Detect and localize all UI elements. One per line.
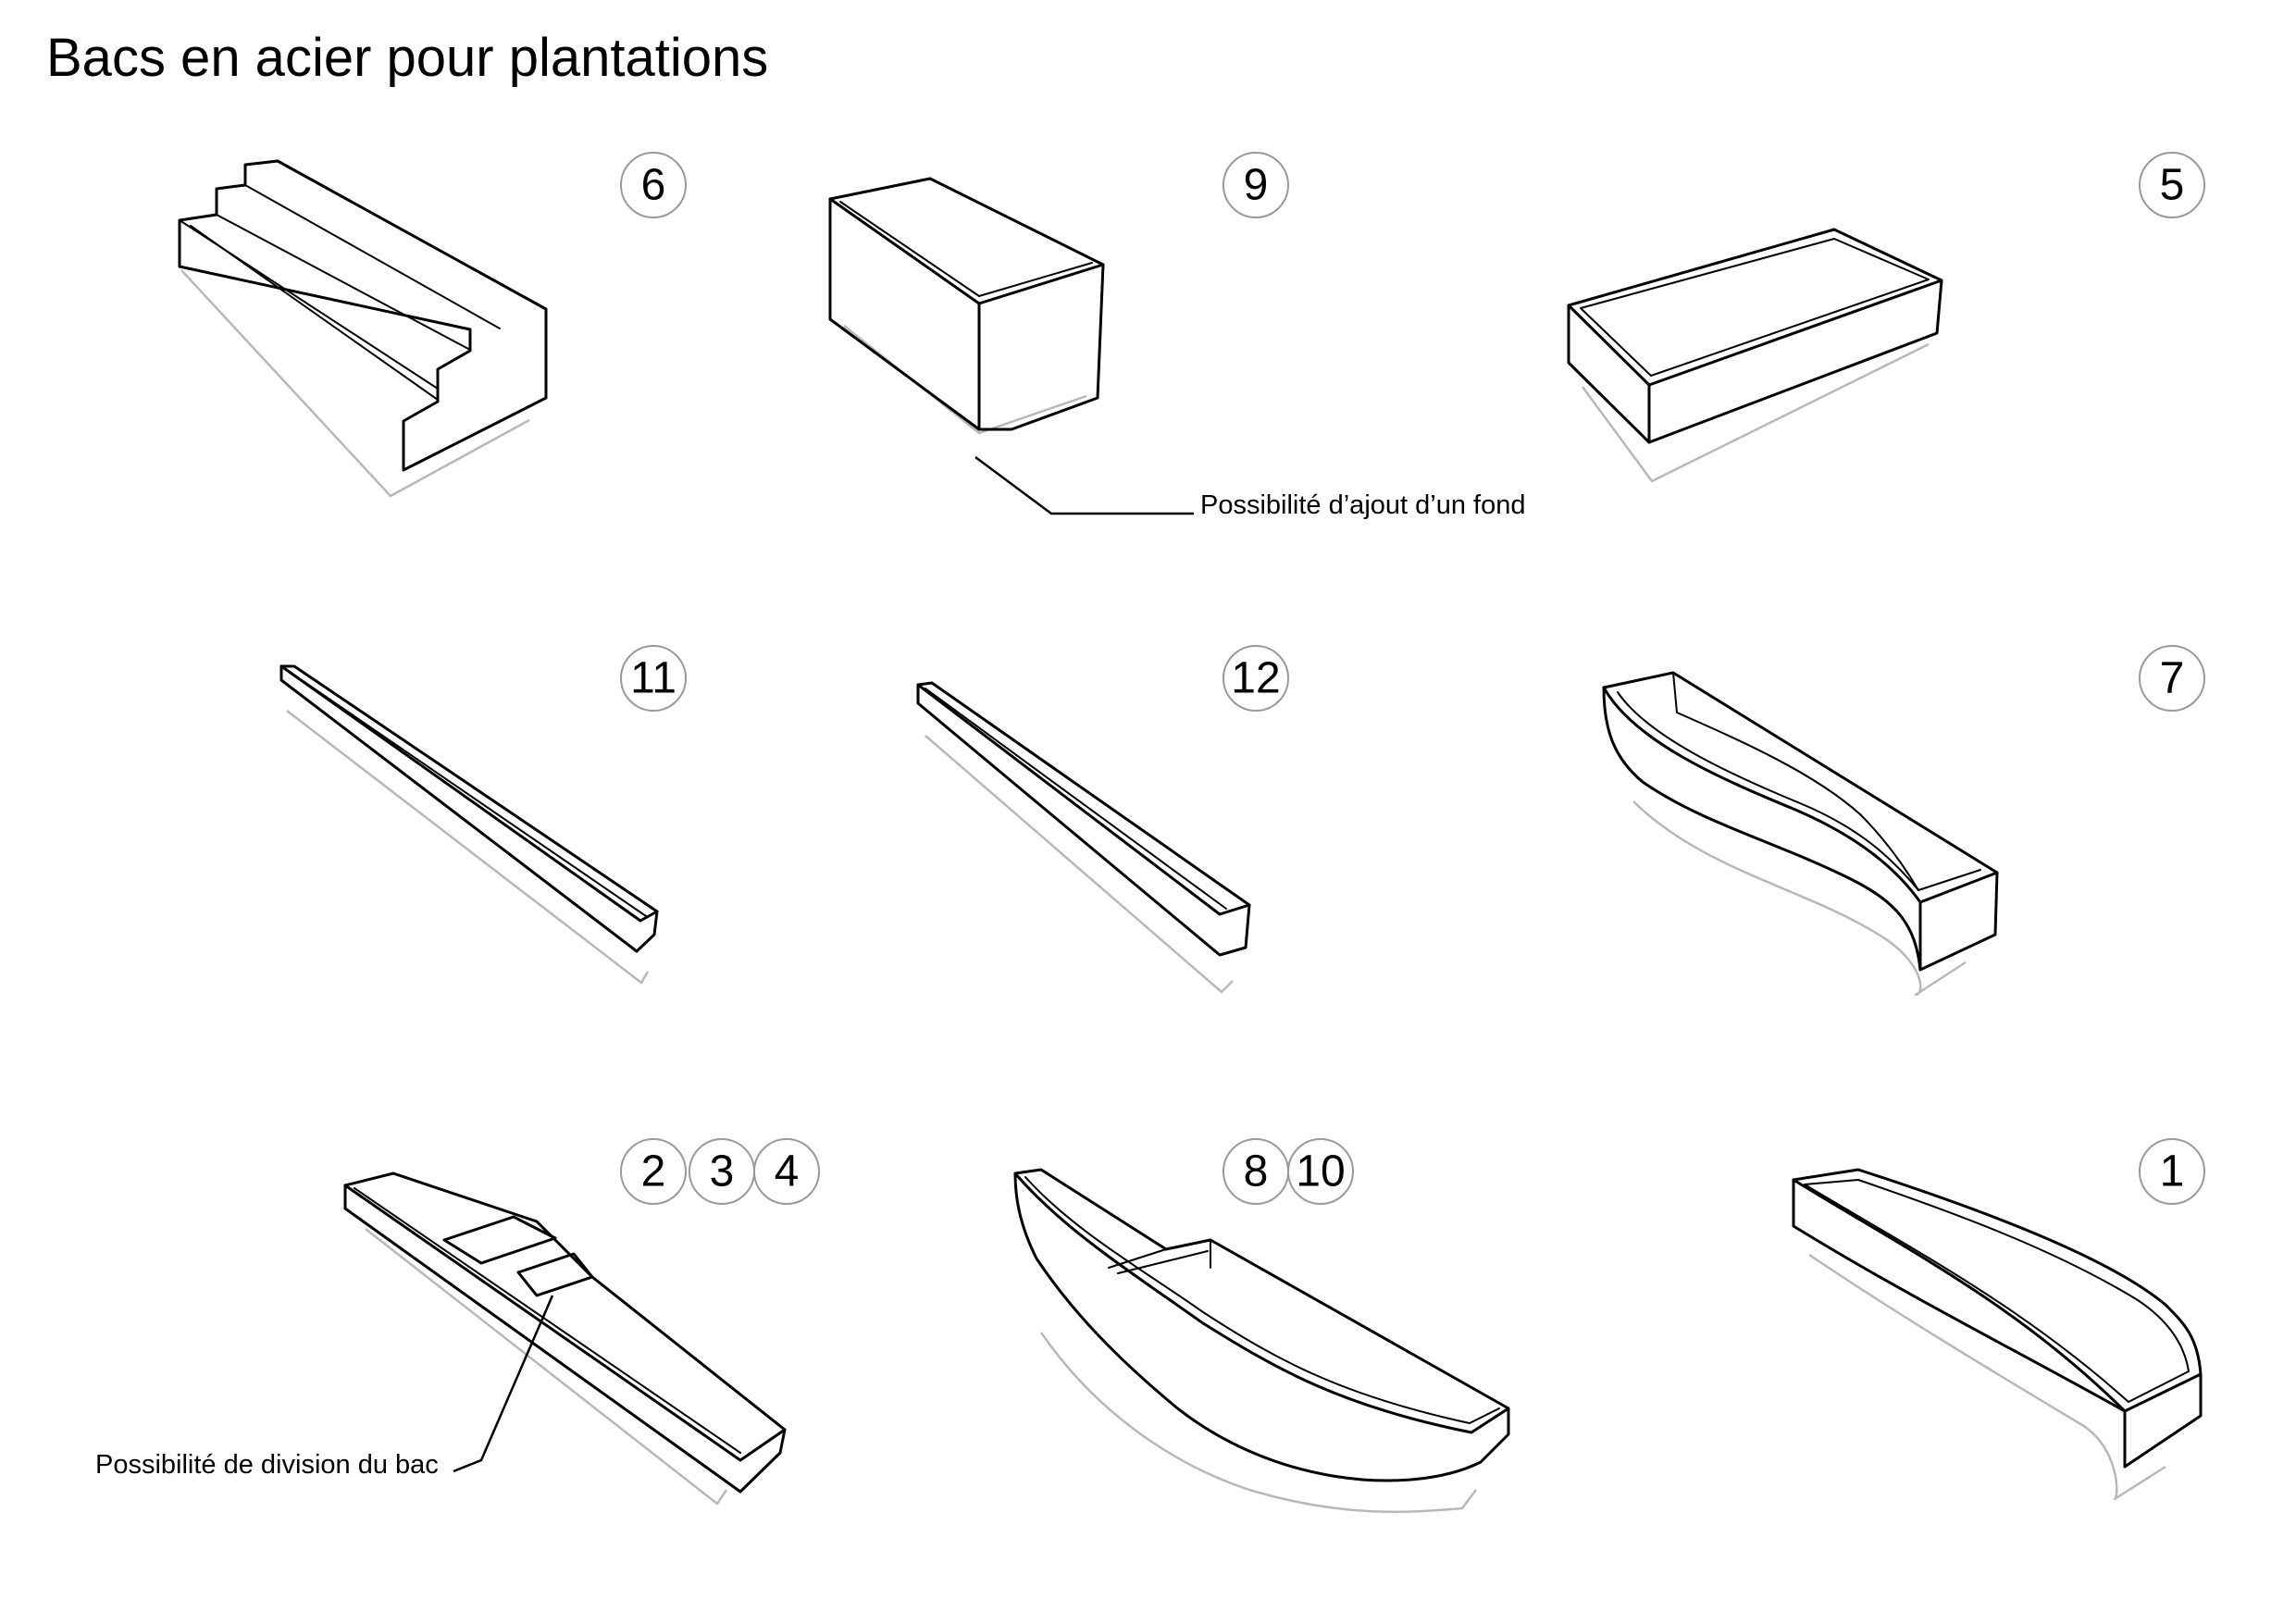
planter-234-divider-1 (442, 1215, 557, 1265)
badge-1: 1 (2139, 1138, 2205, 1205)
badge-11: 11 (620, 645, 687, 712)
svg-text:6: 6 (641, 161, 666, 210)
planter-234-drawing (343, 1172, 787, 1506)
planter-12-body (916, 681, 1251, 957)
badge-12: 12 (1222, 645, 1289, 712)
planter-234-top-front (343, 1184, 787, 1462)
planter-11-edges (279, 664, 659, 923)
planter-11-drawing (279, 664, 659, 985)
division-leader-line (453, 1295, 554, 1473)
planter-11-body (279, 664, 659, 953)
planter-12-drawing (916, 681, 1251, 994)
planter-810-top-front (1013, 1172, 1510, 1434)
badge-10: 10 (1287, 1138, 1354, 1205)
planter-234-shadow (365, 1228, 728, 1506)
svg-text:2: 2 (641, 1147, 666, 1196)
planter-12-shadow (925, 735, 1234, 994)
planter-5-shadow (1581, 342, 1930, 483)
planter-5-body (1567, 228, 1943, 444)
svg-text:8: 8 (1244, 1147, 1269, 1196)
planter-9-drawing (828, 177, 1105, 435)
svg-text:7: 7 (2160, 654, 2185, 703)
planter-6-drawing (178, 159, 548, 498)
badge-6: 6 (620, 152, 687, 218)
planter-810-drawing (1013, 1168, 1510, 1514)
planter-234-divider-2 (516, 1252, 594, 1297)
planter-7-shadow (1632, 800, 1967, 997)
planter-7-top-front (1602, 686, 1999, 904)
planter-11-inner-rim (286, 669, 647, 917)
badge-3: 3 (689, 1138, 755, 1205)
planter-810-body (1013, 1168, 1510, 1482)
planter-234-inner-rim (354, 1187, 741, 1454)
badge-7: 7 (2139, 645, 2205, 712)
svg-text:5: 5 (2160, 161, 2185, 210)
planter-6-step-3-front (244, 184, 501, 329)
planter-12-edges (916, 683, 1251, 916)
planter-7-drawing (1602, 671, 1999, 997)
fond-leader-line (974, 455, 1194, 515)
planter-7-inner-rim (1617, 672, 1981, 891)
division-note: Possibilité de division du bac (95, 1450, 439, 1480)
svg-text:9: 9 (1244, 161, 1269, 210)
planter-810-inner-rim (1024, 1176, 1500, 1424)
svg-text:12: 12 (1231, 654, 1280, 703)
planter-11-shadow (286, 710, 650, 985)
badge-5: 5 (2139, 152, 2205, 218)
badge-8: 8 (1222, 1138, 1289, 1205)
planter-1-top-front (1792, 1178, 2203, 1413)
planter-9-inner-rim (839, 201, 1093, 297)
planter-1-inner-rim (1804, 1179, 2190, 1403)
badge-2: 2 (620, 1138, 687, 1205)
planter-5-inner-rim (1580, 238, 1930, 377)
planter-5-drawing (1567, 228, 1943, 483)
planter-9-body (828, 177, 1105, 431)
planter-9-shadow (843, 325, 1087, 435)
page-title: Bacs en acier pour plantations (46, 28, 768, 88)
svg-text:10: 10 (1296, 1147, 1345, 1196)
planter-6-inner-rims (190, 225, 439, 401)
fond-note: Possibilité d’ajout d’un fond (1200, 490, 1525, 520)
badge-9: 9 (1222, 152, 1289, 218)
planter-6-step-2-front (216, 214, 471, 351)
svg-text:11: 11 (630, 654, 676, 703)
badge-4: 4 (753, 1138, 820, 1205)
svg-text:1: 1 (2160, 1147, 2185, 1196)
svg-text:4: 4 (775, 1147, 800, 1196)
planter-6-top-back (277, 160, 547, 310)
planter-6-body (178, 159, 548, 472)
planter-1-shadow (1808, 1253, 2166, 1501)
svg-text:3: 3 (710, 1147, 735, 1196)
planter-6-shadow (180, 269, 530, 498)
planter-12-inner-rim (925, 688, 1227, 910)
planter-7-body (1602, 671, 1999, 972)
planter-1-drawing (1792, 1168, 2203, 1501)
planter-1-body (1792, 1168, 2203, 1469)
planter-810-shadow (1039, 1332, 1477, 1514)
